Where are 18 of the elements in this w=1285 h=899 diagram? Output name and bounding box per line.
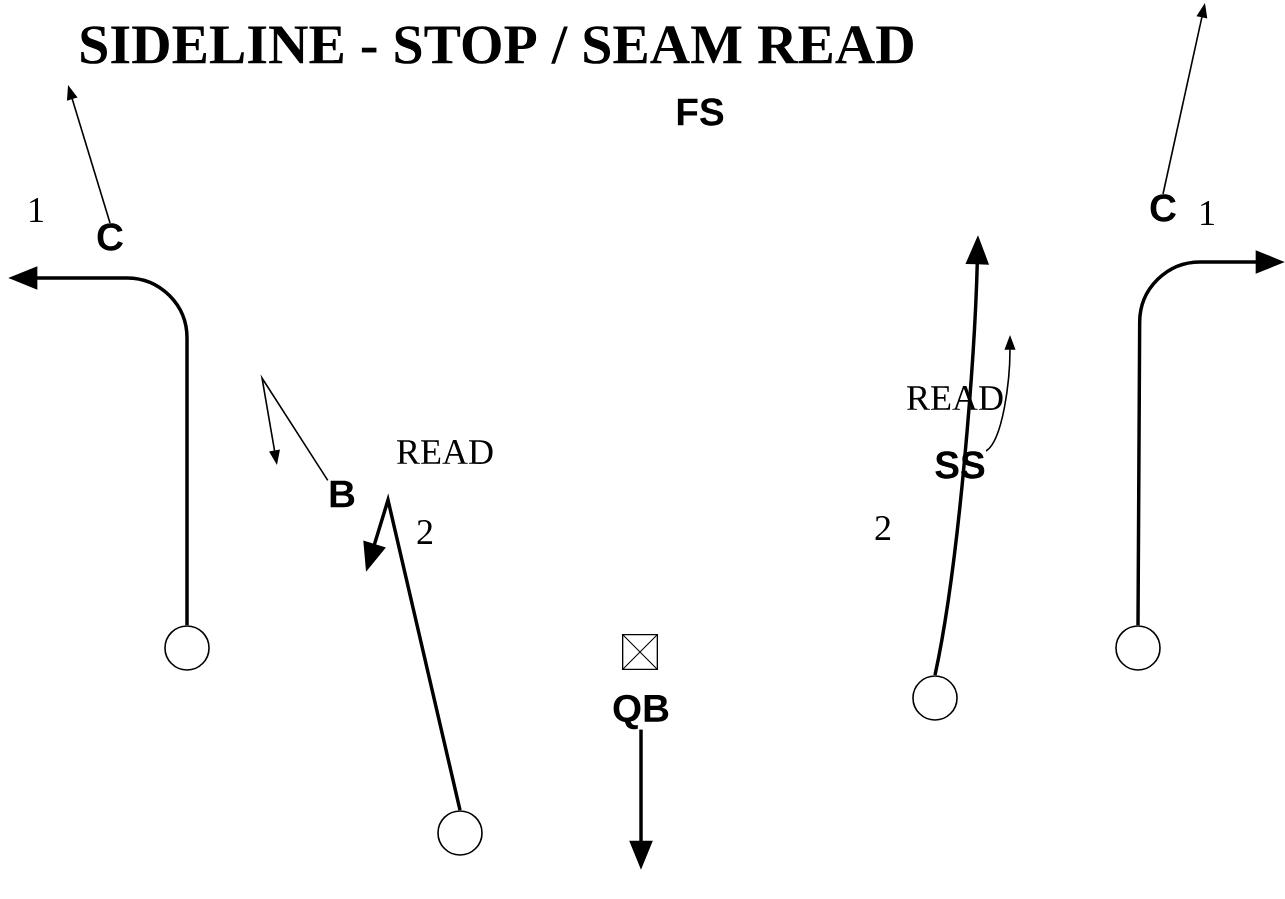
route-number: 1 [30, 198, 43, 222]
read-label: READ [397, 440, 493, 464]
quarterback-symbol [622, 634, 658, 670]
position-label: QB [613, 694, 669, 730]
player-circle [1115, 625, 1161, 671]
route-arrow [260, 374, 329, 482]
route-number: 2 [417, 520, 433, 544]
player-circle [164, 625, 210, 671]
position-label: C [1150, 194, 1176, 222]
route-number: 2 [875, 516, 890, 540]
title: SIDELINE - STOP / SEAM READ [81, 26, 913, 64]
route-number: 1 [1201, 201, 1214, 225]
position-label: B [330, 480, 355, 508]
position-label: C [97, 223, 123, 251]
player-circle [437, 810, 483, 856]
position-label: FS [677, 98, 724, 126]
player-circle [912, 675, 958, 721]
route-arrow [363, 493, 462, 811]
